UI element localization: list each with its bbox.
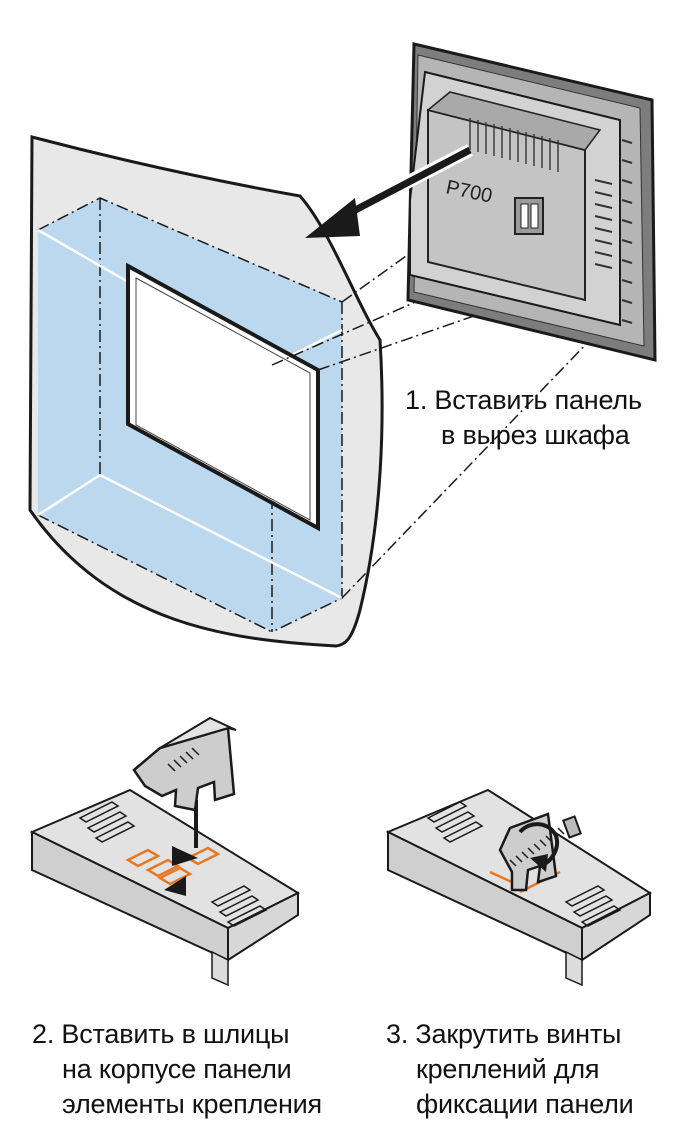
step-2-line-2: на корпусе панели [62, 1054, 292, 1084]
step-3-caption: 3. Закрутить винты креплений для фиксаци… [386, 1017, 634, 1122]
step-1-line-2: в вырез шкафа [441, 420, 630, 450]
rail-step2 [29, 716, 301, 987]
step-3-line-2: креплений для [416, 1054, 600, 1084]
hmi-panel: P700 [406, 42, 657, 362]
step-3-line-3: фиксации панели [416, 1089, 634, 1119]
insert-arrow [305, 144, 473, 238]
window-cutout [126, 262, 320, 532]
rotate-arrow-icon [518, 822, 559, 868]
cabinet-wall [28, 135, 384, 648]
step-2-line-3: элементы крепления [62, 1089, 322, 1119]
step-2-caption: 2. Вставить в шлицы на корпусе панели эл… [32, 1017, 322, 1122]
step-3-line-1: 3. Закрутить винты [386, 1019, 622, 1049]
step-1-caption: 1. Вставить панель в вырез шкафа [405, 383, 642, 453]
rail-step3 [385, 788, 653, 987]
step-1-line-1: 1. Вставить панель [405, 385, 642, 415]
step-2-line-1: 2. Вставить в шлицы [32, 1019, 290, 1049]
